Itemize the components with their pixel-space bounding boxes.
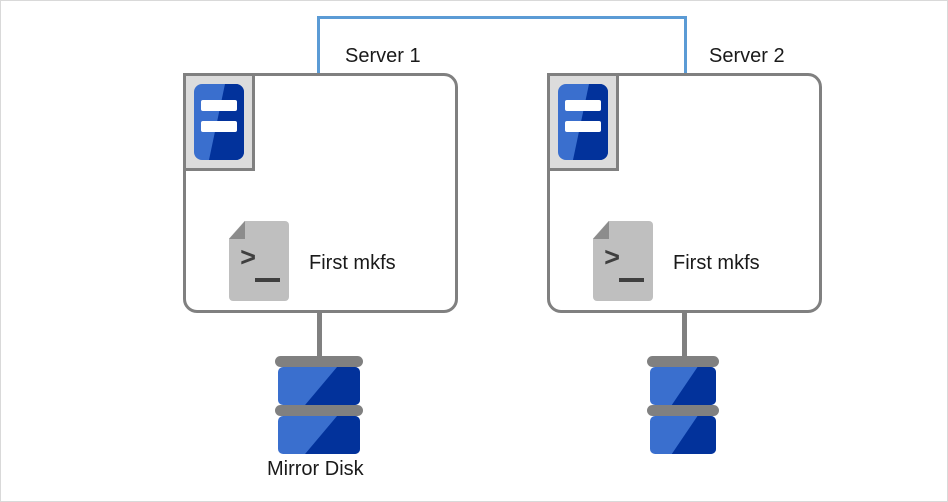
disk-platter-upper — [650, 367, 716, 405]
server-disk-connector-2 — [682, 311, 687, 359]
server-icon-slot-top — [201, 100, 237, 111]
disk-stack-icon-2 — [647, 356, 719, 456]
interconnect-line-left-drop — [317, 16, 320, 74]
server-icon-body — [194, 84, 244, 160]
server-label-1: Server 1 — [345, 45, 421, 67]
disk-platter-upper — [278, 367, 360, 405]
script-label-2: First mkfs — [673, 252, 760, 274]
server-icon-slot-bottom — [201, 121, 237, 132]
script-file-icon: > — [593, 221, 653, 301]
script-file-icon: > — [229, 221, 289, 301]
script-cursor-icon — [619, 278, 644, 282]
interconnect-line-right-drop — [684, 16, 687, 74]
disk-label-mirror-disk: Mirror Disk — [267, 458, 364, 480]
disk-platter-lower — [278, 416, 360, 454]
disk-platter-shade — [671, 367, 716, 405]
script-label-1: First mkfs — [309, 252, 396, 274]
disk-platter-shade — [305, 416, 360, 454]
interconnect-line-horizontal — [317, 16, 687, 19]
server-icon-slot-bottom — [565, 121, 601, 132]
disk-bar-middle — [275, 405, 363, 416]
server-label-2: Server 2 — [709, 45, 785, 67]
server-icon — [183, 73, 255, 171]
disk-bar-top — [647, 356, 719, 367]
disk-bar-top — [275, 356, 363, 367]
disk-platter-shade — [671, 416, 716, 454]
server-icon — [547, 73, 619, 171]
disk-platter-shade — [305, 367, 360, 405]
server-disk-connector-1 — [317, 311, 322, 359]
script-prompt-glyph: > — [604, 245, 621, 275]
disk-platter-lower — [650, 416, 716, 454]
script-cursor-icon — [255, 278, 280, 282]
disk-bar-middle — [647, 405, 719, 416]
disk-stack-icon-1 — [275, 356, 363, 456]
script-prompt-glyph: > — [240, 245, 257, 275]
server-icon-slot-top — [565, 100, 601, 111]
server-icon-body — [558, 84, 608, 160]
